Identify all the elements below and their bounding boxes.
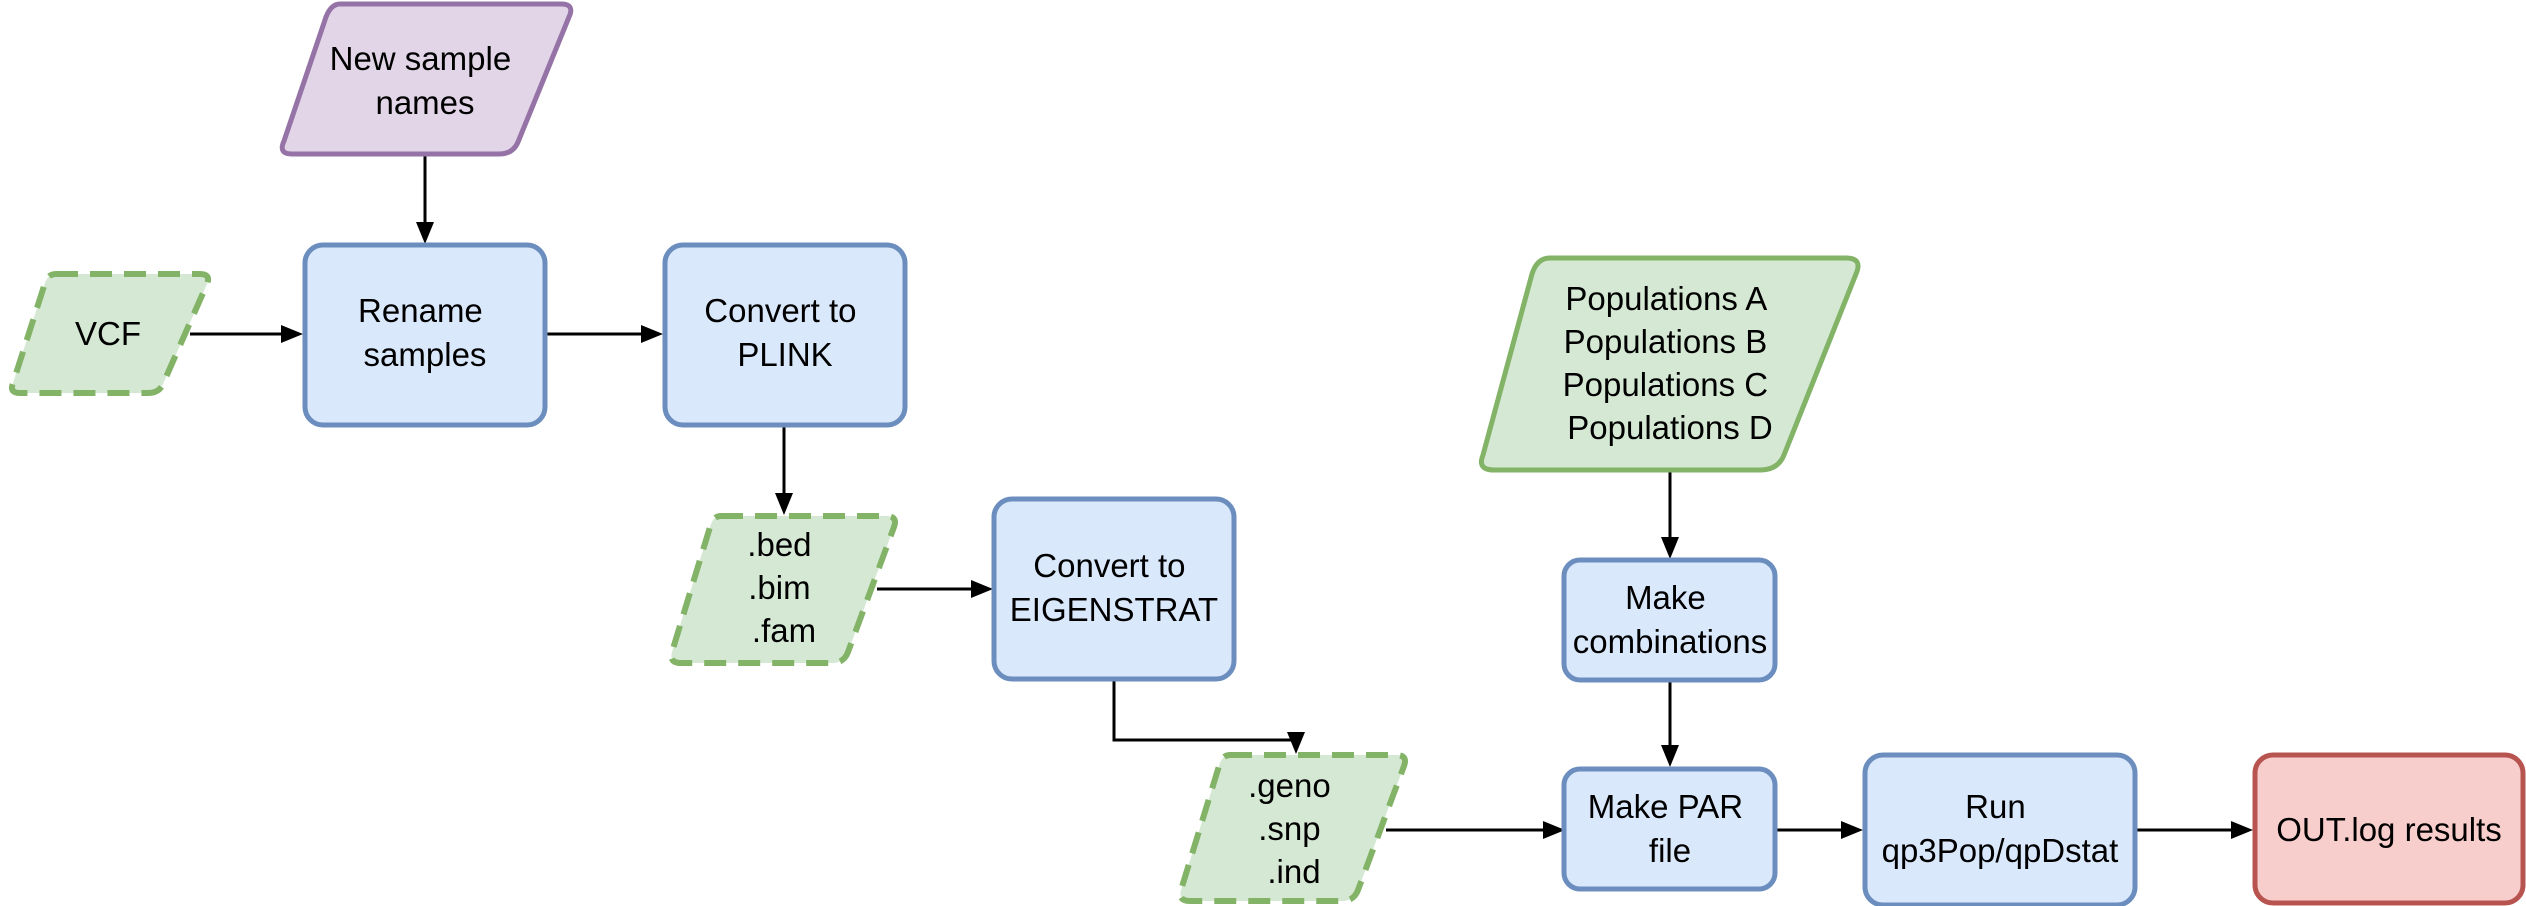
node-new-sample-names: New sample names bbox=[279, 1, 574, 157]
populations-a: Populations A bbox=[1565, 280, 1767, 317]
svg-text:.bed .bim .fam: .bed .bim .fam bbox=[747, 526, 820, 649]
edge-plink-to-plink-files bbox=[775, 425, 793, 515]
svg-text:Make combinations: Make combinations bbox=[1573, 579, 1767, 660]
svg-text:VCF: VCF bbox=[75, 315, 141, 352]
node-convert-to-plink: Convert to PLINK bbox=[662, 242, 908, 428]
node-populations: Populations A Populations B Populations … bbox=[1478, 255, 1861, 473]
rename-samples-line-2: samples bbox=[364, 336, 487, 373]
make-par-file-line-2: file bbox=[1649, 832, 1691, 869]
node-plink-files: .bed .bim .fam bbox=[668, 513, 898, 666]
node-vcf: VCF bbox=[8, 271, 212, 396]
node-make-combinations: Make combinations bbox=[1561, 557, 1778, 683]
new-sample-names-line-1: New sample bbox=[330, 40, 512, 77]
node-out-log-results: OUT.log results bbox=[2252, 752, 2526, 906]
rename-samples-line-1: Rename bbox=[358, 292, 483, 329]
vcf-label: VCF bbox=[75, 315, 141, 352]
edge-run-to-out-log bbox=[2135, 821, 2253, 839]
edge-combinations-to-par bbox=[1661, 680, 1679, 767]
svg-text:Rename samples: Rename samples bbox=[358, 292, 492, 373]
edge-eigenstrat-to-eigenstrat-files bbox=[1112, 680, 1305, 754]
new-sample-names-line-2: names bbox=[375, 84, 474, 121]
edge-new-sample-names-to-rename bbox=[416, 155, 434, 244]
edge-plink-files-to-eigenstrat bbox=[877, 580, 993, 598]
plink-files-bed: .bed bbox=[747, 526, 811, 563]
populations-c: Populations C bbox=[1563, 366, 1768, 403]
svg-text:Convert to EIGENSTRAT: Convert to EIGENSTRAT bbox=[1010, 547, 1218, 628]
populations-b: Populations B bbox=[1564, 323, 1768, 360]
svg-text:New sample names: New sample names bbox=[330, 40, 521, 121]
plink-files-fam: .fam bbox=[752, 612, 816, 649]
populations-d: Populations D bbox=[1567, 409, 1772, 446]
node-run-qp: Run qp3Pop/qpDstat bbox=[1862, 752, 2138, 906]
edge-vcf-to-rename bbox=[190, 325, 303, 343]
edge-populations-to-combinations bbox=[1661, 470, 1679, 559]
svg-text:OUT.log results: OUT.log results bbox=[2276, 811, 2502, 848]
out-log-results-label: OUT.log results bbox=[2276, 811, 2502, 848]
edges bbox=[190, 155, 2253, 839]
node-convert-to-eigenstrat: Convert to EIGENSTRAT bbox=[991, 496, 1237, 682]
edge-par-to-run bbox=[1774, 821, 1863, 839]
run-qp-line-1: Run bbox=[1965, 788, 2026, 825]
svg-text:Convert to PLINK: Convert to PLINK bbox=[704, 292, 865, 373]
make-combinations-line-1: Make bbox=[1625, 579, 1706, 616]
plink-files-bim: .bim bbox=[748, 569, 810, 606]
svg-text:Populations A Population: Populations A Populations B Populations … bbox=[1563, 280, 1778, 446]
node-eigenstrat-files: .geno .snp .ind bbox=[1177, 752, 1408, 904]
eigenstrat-files-snp: .snp bbox=[1258, 810, 1320, 847]
svg-text:Make PAR file: Make PAR file bbox=[1588, 788, 1752, 869]
eigenstrat-files-geno: .geno bbox=[1248, 767, 1331, 804]
make-combinations-line-2: combinations bbox=[1573, 623, 1767, 660]
svg-text:.geno .snp .ind: .geno .snp .ind bbox=[1248, 767, 1340, 890]
convert-eigenstrat-line-2: EIGENSTRAT bbox=[1010, 591, 1218, 628]
edge-eigenstrat-files-to-par bbox=[1386, 821, 1565, 839]
convert-plink-line-2: PLINK bbox=[737, 336, 832, 373]
node-rename-samples: Rename samples bbox=[302, 242, 548, 428]
svg-text:Run qp3Pop/qpDstat: Run qp3Pop/qpDstat bbox=[1882, 788, 2119, 869]
make-par-file-line-1: Make PAR bbox=[1588, 788, 1743, 825]
eigenstrat-files-ind: .ind bbox=[1267, 853, 1320, 890]
edge-rename-to-plink bbox=[546, 325, 663, 343]
run-qp-line-2: qp3Pop/qpDstat bbox=[1882, 832, 2119, 869]
convert-plink-line-1: Convert to bbox=[704, 292, 856, 329]
node-make-par-file: Make PAR file bbox=[1561, 766, 1778, 892]
convert-eigenstrat-line-1: Convert to bbox=[1033, 547, 1185, 584]
